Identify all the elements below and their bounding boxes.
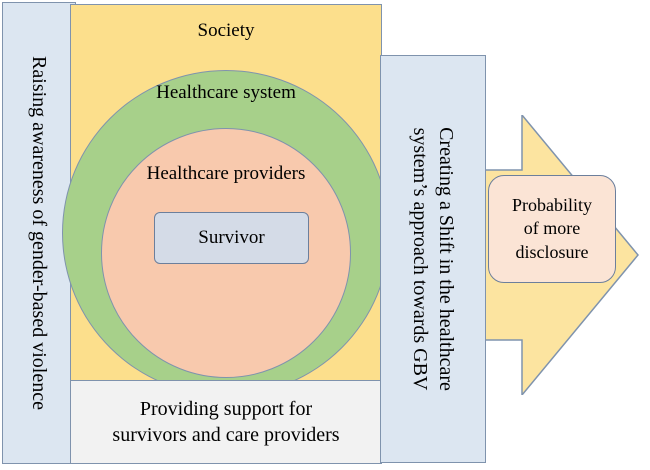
survivor-label: Survivor: [198, 227, 265, 248]
support-line-1: Providing support for: [139, 398, 313, 420]
shift-label: Creating a Shift in the healthcare syste…: [398, 59, 468, 459]
society-label: Society: [197, 20, 255, 41]
outcome-box: Probability of more disclosure: [488, 175, 616, 283]
awareness-label: Raising awareness of gender-based violen…: [28, 56, 50, 410]
outcome-line-2: of more: [523, 218, 581, 239]
shift-panel: [380, 55, 486, 463]
shift-line-1: Creating a Shift in the healthcare: [435, 127, 457, 391]
outcome-line-1: Probability: [512, 194, 592, 215]
outcome-line-3: disclosure: [515, 241, 589, 262]
healthcare-providers-label: Healthcare providers: [146, 163, 306, 184]
support-box: Providing support for survivors and care…: [70, 380, 382, 464]
shift-line-2: system’s approach towards GBV: [409, 127, 431, 391]
support-line-2: survivors and care providers: [112, 424, 340, 446]
healthcare-system-label: Healthcare system: [156, 82, 296, 103]
survivor-box: Survivor: [154, 212, 309, 264]
